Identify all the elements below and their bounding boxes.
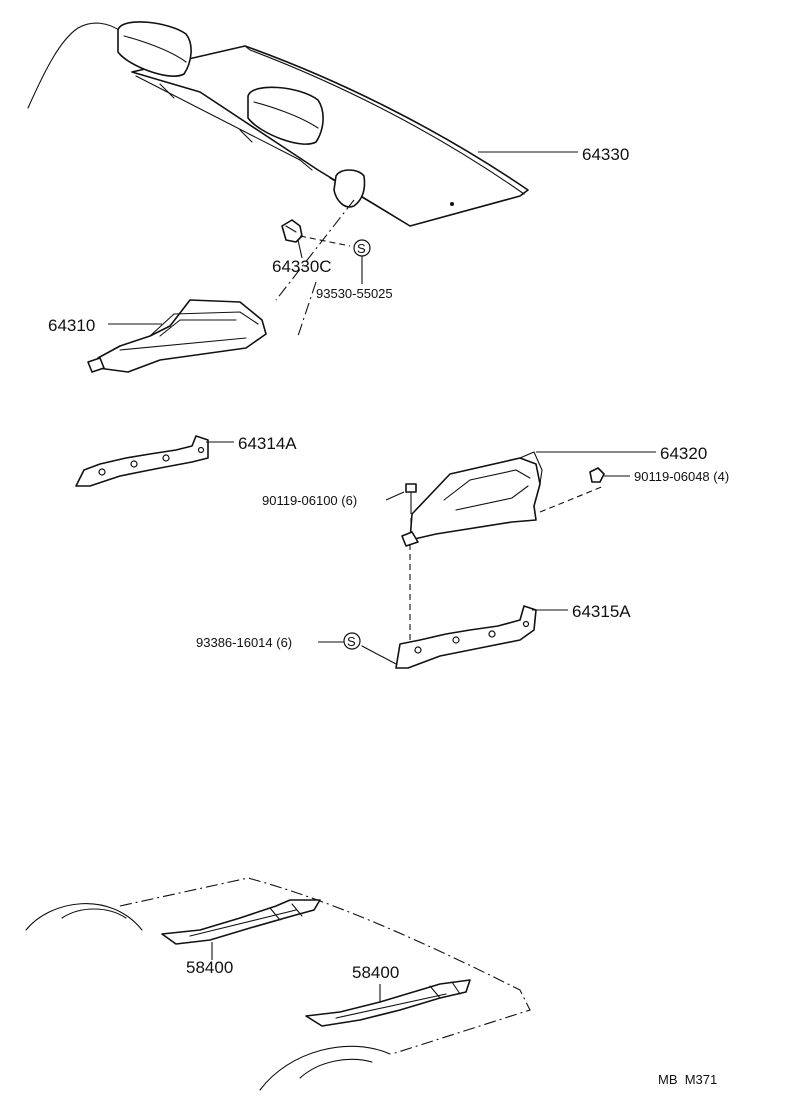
screw-symbol-icon: S [353,239,371,257]
body-outline-curve [27,22,123,109]
nut-dash-line [539,485,605,513]
label-roof-rail-rear: 58400 [352,963,399,982]
footer-code: MB M371 [658,1072,717,1087]
bracket-right [395,605,537,669]
label-speaker-box-right: 64320 [660,444,707,463]
label-clip-screw: 93530-55025 [316,286,393,301]
screw-c-symbol-icon: S [343,632,361,650]
label-bracket-right: 64315A [572,602,631,621]
bracket-left [75,435,209,487]
speaker-box-left [87,299,267,373]
package-tray-trim [117,21,529,227]
leader-64330c [297,239,303,259]
chain-line-1 [275,199,355,301]
svg-text:S: S [347,634,356,649]
nut-icon [589,467,605,483]
roof-outline [25,877,531,1091]
label-screw-c: 93386-16014 (6) [196,635,292,650]
screw-c-dash-line [361,645,397,665]
leader-bolt-a [385,491,405,501]
clip-dash-line [299,235,351,247]
tray-clip [281,219,303,243]
roof-rail-rear [305,979,471,1027]
bolt-icon [405,483,417,509]
chain-line-2 [297,281,317,337]
label-tray-clip: 64330C [272,257,332,276]
label-bolt-a: 90119-06100 (6) [262,493,357,508]
label-roof-rail-front: 58400 [186,958,233,977]
label-speaker-box-left: 64310 [48,316,95,335]
label-package-tray-trim: 64330 [582,145,629,164]
svg-text:S: S [357,241,366,256]
label-bracket-left: 64314A [238,434,297,453]
speaker-box-right [401,451,543,547]
label-bolt-b: 90119-06048 (4) [634,469,729,484]
roof-rail-front [161,899,321,945]
